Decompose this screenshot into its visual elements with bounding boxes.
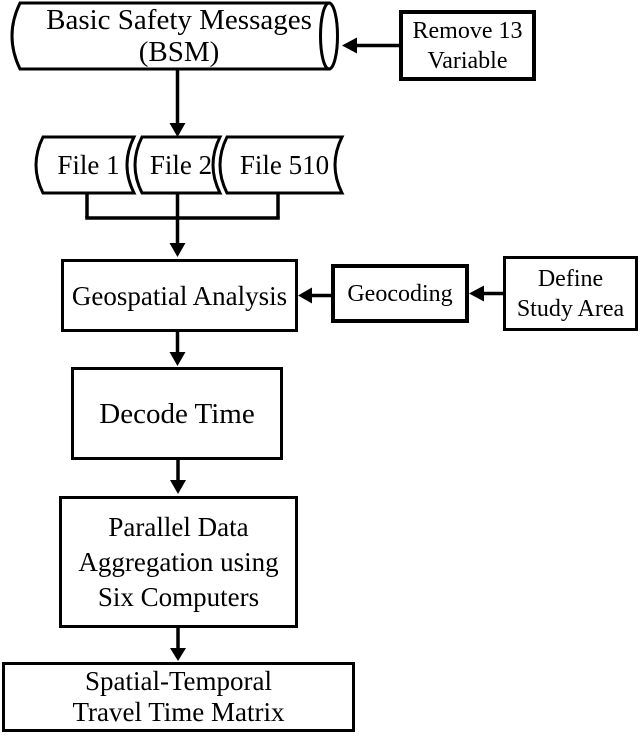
geocoding-box: Geocoding	[331, 264, 469, 323]
remove-line2: Variable	[427, 47, 508, 74]
define-study-area-box: Define Study Area	[503, 256, 638, 331]
geospatial-label: Geospatial Analysis	[71, 280, 288, 311]
connector-files-to-geospatial	[85, 193, 280, 257]
remove-line1: Remove 13	[412, 17, 523, 44]
spatial-temporal-matrix-box: Spatial-Temporal Travel Time Matrix	[2, 662, 355, 732]
define-line1: Define	[537, 265, 604, 292]
geospatial-analysis-box: Geospatial Analysis	[61, 259, 298, 332]
remove-variable-box: Remove 13 Variable	[399, 10, 536, 81]
geocoding-label: Geocoding	[347, 280, 453, 307]
decode-time-box: Decode Time	[71, 367, 283, 460]
parallel-line3: Six Computers	[97, 581, 260, 612]
arrow-parallel-to-spatial	[170, 628, 186, 661]
parallel-line2: Aggregation using	[78, 546, 279, 577]
spatial-line2: Travel Time Matrix	[72, 697, 285, 727]
spatial-line1: Spatial-Temporal	[84, 666, 273, 696]
arrow-bsm-to-files	[169, 70, 186, 137]
parallel-line1: Parallel Data	[108, 511, 249, 542]
define-line2: Study Area	[516, 295, 625, 322]
file-2-shape	[133, 135, 223, 195]
decode-time-label: Decode Time	[99, 397, 255, 430]
arrow-geospatial-to-decode	[169, 332, 186, 366]
bsm-cylinder-body	[10, 1, 331, 71]
arrow-geocoding-to-geospatial	[298, 287, 331, 304]
arrow-decode-to-parallel	[170, 460, 186, 494]
file-510-shape	[218, 135, 345, 195]
bsm-cylinder-end-cap	[319, 1, 339, 71]
parallel-aggregation-box: Parallel Data Aggregation using Six Comp…	[59, 496, 298, 628]
file-1-shape	[34, 135, 137, 195]
arrow-define-to-geocoding	[469, 285, 503, 302]
arrow-remove-to-bsm	[342, 37, 399, 54]
